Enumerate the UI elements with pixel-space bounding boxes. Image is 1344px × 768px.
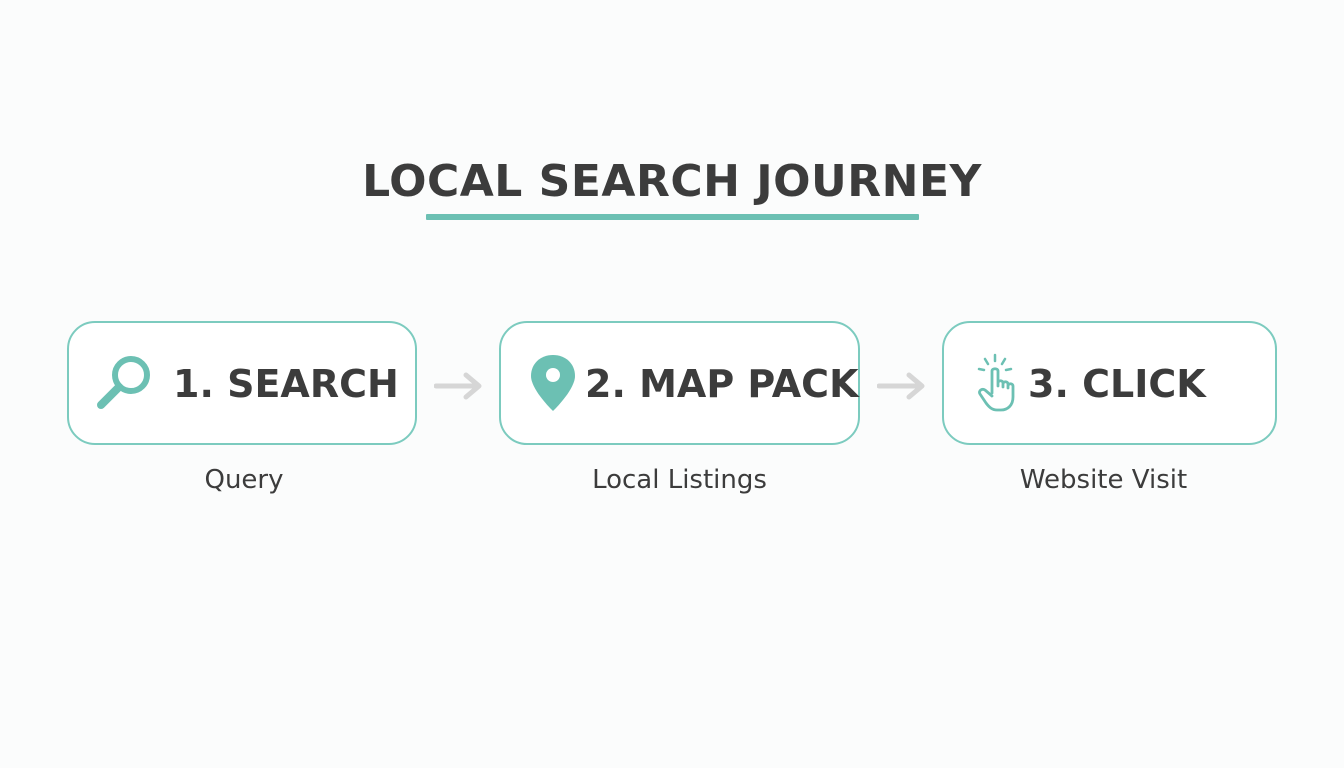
- step-box-map-pack: 2. MAP PACK: [499, 321, 860, 445]
- caption-query: Query: [204, 465, 284, 495]
- map-pin-icon: [531, 355, 575, 411]
- caption-local-listings: Local Listings: [592, 465, 767, 495]
- magnifying-glass-icon: [97, 356, 150, 409]
- step-label-map-pack: 2. MAP PACK: [585, 362, 859, 406]
- step-box-search: 1. SEARCH: [67, 321, 417, 445]
- diagram-title: LOCAL SEARCH JOURNEY: [362, 156, 982, 207]
- step-box-click: 3. CLICK: [942, 321, 1277, 445]
- title-underline: [426, 214, 919, 220]
- arrow-right-icon: [434, 372, 482, 400]
- step-label-click: 3. CLICK: [1028, 362, 1206, 406]
- pointer-click-icon: [977, 353, 1015, 412]
- step-label-search: 1. SEARCH: [173, 362, 399, 406]
- caption-website-visit: Website Visit: [1019, 465, 1188, 495]
- arrow-right-icon: [877, 372, 925, 400]
